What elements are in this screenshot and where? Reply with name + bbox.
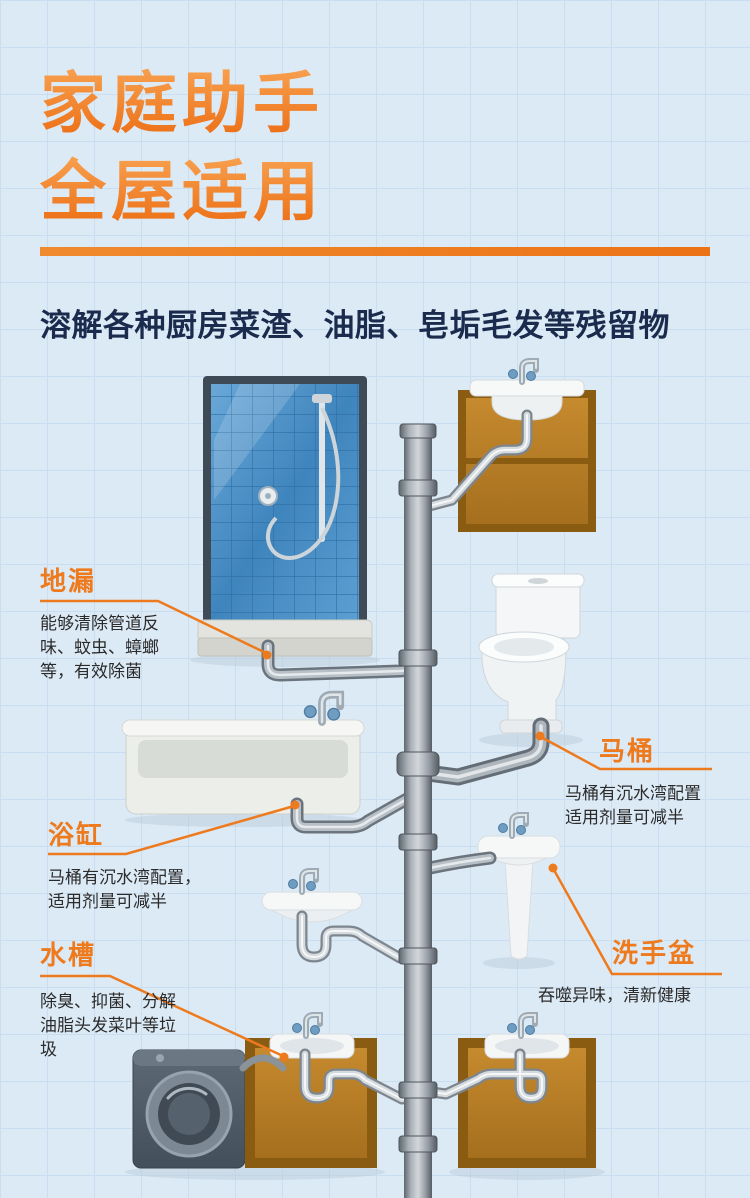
- sink-dot: [279, 1052, 289, 1062]
- bathtub-illustration: [121, 695, 365, 815]
- sink-label: 水槽: [40, 940, 97, 970]
- bathtub-dot: [290, 800, 300, 810]
- divider-bar: [40, 247, 710, 256]
- callout-sink: 水槽 除臭、抑菌、分解油脂头发菜叶等垃圾: [40, 940, 192, 1062]
- callout-floor-drain: 地漏 能够清除管道反味、蚊虫、蟑螂等，有效除菌: [40, 566, 192, 684]
- bathtub-leader-line: [48, 804, 295, 856]
- sink-leader-line: [40, 974, 284, 1058]
- title-line-2: 全屋适用: [40, 154, 324, 228]
- shower-illustration: [197, 376, 373, 657]
- bathtub-label: 浴缸: [48, 820, 105, 850]
- pedestal-basin-illustration: [477, 815, 561, 960]
- callout-toilet: 马桶 马桶有沉水湾配置 适用剂量可减半: [565, 736, 717, 830]
- floor-drain-desc: 能够清除管道反味、蚊虫、蟑螂等，有效除菌: [40, 614, 159, 681]
- sink-desc: 除臭、抑菌、分解油脂头发菜叶等垃圾: [40, 992, 176, 1059]
- callout-lines: [40, 599, 722, 1062]
- toilet-desc: 马桶有沉水湾配置 适用剂量可减半: [565, 784, 701, 827]
- hand-basin-desc: 吞噬异味，清新健康: [538, 986, 691, 1005]
- title-line-1: 家庭助手: [40, 66, 324, 140]
- floor-drain-dot: [262, 650, 272, 660]
- callout-bathtub: 浴缸 马桶有沉水湾配置，适用剂量可减半: [48, 820, 212, 914]
- floor-drain-label: 地漏: [40, 566, 97, 596]
- wall-basin-illustration: [261, 871, 363, 923]
- branch-pipes: [239, 415, 542, 1099]
- hand-basin-leader-line: [552, 869, 722, 976]
- hand-basin-label: 洗手盆: [612, 938, 697, 968]
- toilet-illustration: [478, 573, 585, 734]
- floor-drain-leader-line: [40, 599, 267, 655]
- toilet-dot: [535, 731, 545, 741]
- hand-basin-dot: [548, 863, 558, 873]
- callout-hand-basin: 洗手盆 吞噬异味，清新健康: [538, 938, 723, 1008]
- bathtub-desc: 马桶有沉水湾配置，适用剂量可减半: [48, 868, 201, 911]
- toilet-leader-line: [540, 735, 712, 771]
- toilet-label: 马桶: [599, 736, 656, 766]
- subtitle: 溶解各种厨房菜渣、油脂、皂垢毛发等残留物: [40, 308, 670, 343]
- washing-machine-illustration: [132, 1049, 246, 1169]
- main-drain-pipe: [396, 423, 440, 1198]
